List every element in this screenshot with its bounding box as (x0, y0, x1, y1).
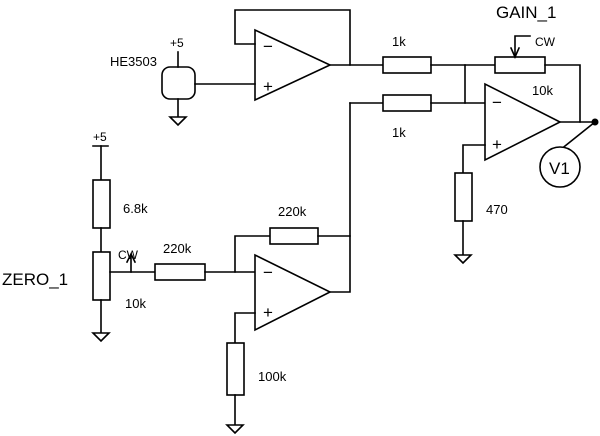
zero-supply-label: +5 (93, 130, 107, 144)
buffer-opamp-plus: + (263, 77, 273, 96)
voltmeter (539, 146, 581, 188)
voltmeter-label: V1 (549, 159, 570, 178)
hall-sensor (161, 51, 256, 127)
offset-opamp-plus: + (263, 303, 273, 322)
zero-pot-value: 10k (125, 296, 146, 311)
zero-pot-label: ZERO_1 (2, 270, 68, 289)
gain-cw-label: CW (535, 35, 556, 49)
gain-pot-label: GAIN_1 (496, 3, 556, 22)
resistor-1k-bottom (382, 94, 432, 112)
gain-pot-value: 10k (532, 83, 553, 98)
output-opamp-minus: − (492, 93, 502, 112)
sensor-supply-label: +5 (170, 36, 184, 50)
resistor-6k8-label: 6.8k (123, 201, 148, 216)
sensor-label: HE3503 (110, 54, 157, 69)
output-opamp: − + (484, 82, 562, 162)
resistor-470 (454, 172, 473, 222)
buffer-opamp-minus: − (263, 37, 273, 56)
resistor-470-label: 470 (486, 202, 508, 217)
offset-opamp: − + (254, 253, 332, 332)
resistor-1k-bottom-label: 1k (392, 125, 406, 140)
resistor-220k-feedback (269, 227, 319, 245)
resistor-100k (226, 342, 245, 396)
resistor-220k-input-label: 220k (163, 241, 192, 256)
offset-opamp-minus: − (263, 263, 273, 282)
resistor-220k-feedback-label: 220k (278, 204, 307, 219)
resistor-1k-top (382, 56, 432, 74)
zero-cw-label: CW (118, 248, 139, 262)
zero-potentiometer (92, 251, 111, 301)
output-opamp-plus: + (492, 135, 502, 154)
resistor-6k8 (92, 179, 111, 229)
resistor-220k-input (154, 263, 206, 281)
gain-potentiometer (494, 56, 546, 74)
resistor-1k-top-label: 1k (392, 34, 406, 49)
resistor-100k-label: 100k (258, 369, 287, 384)
buffer-opamp: − + (254, 28, 332, 102)
